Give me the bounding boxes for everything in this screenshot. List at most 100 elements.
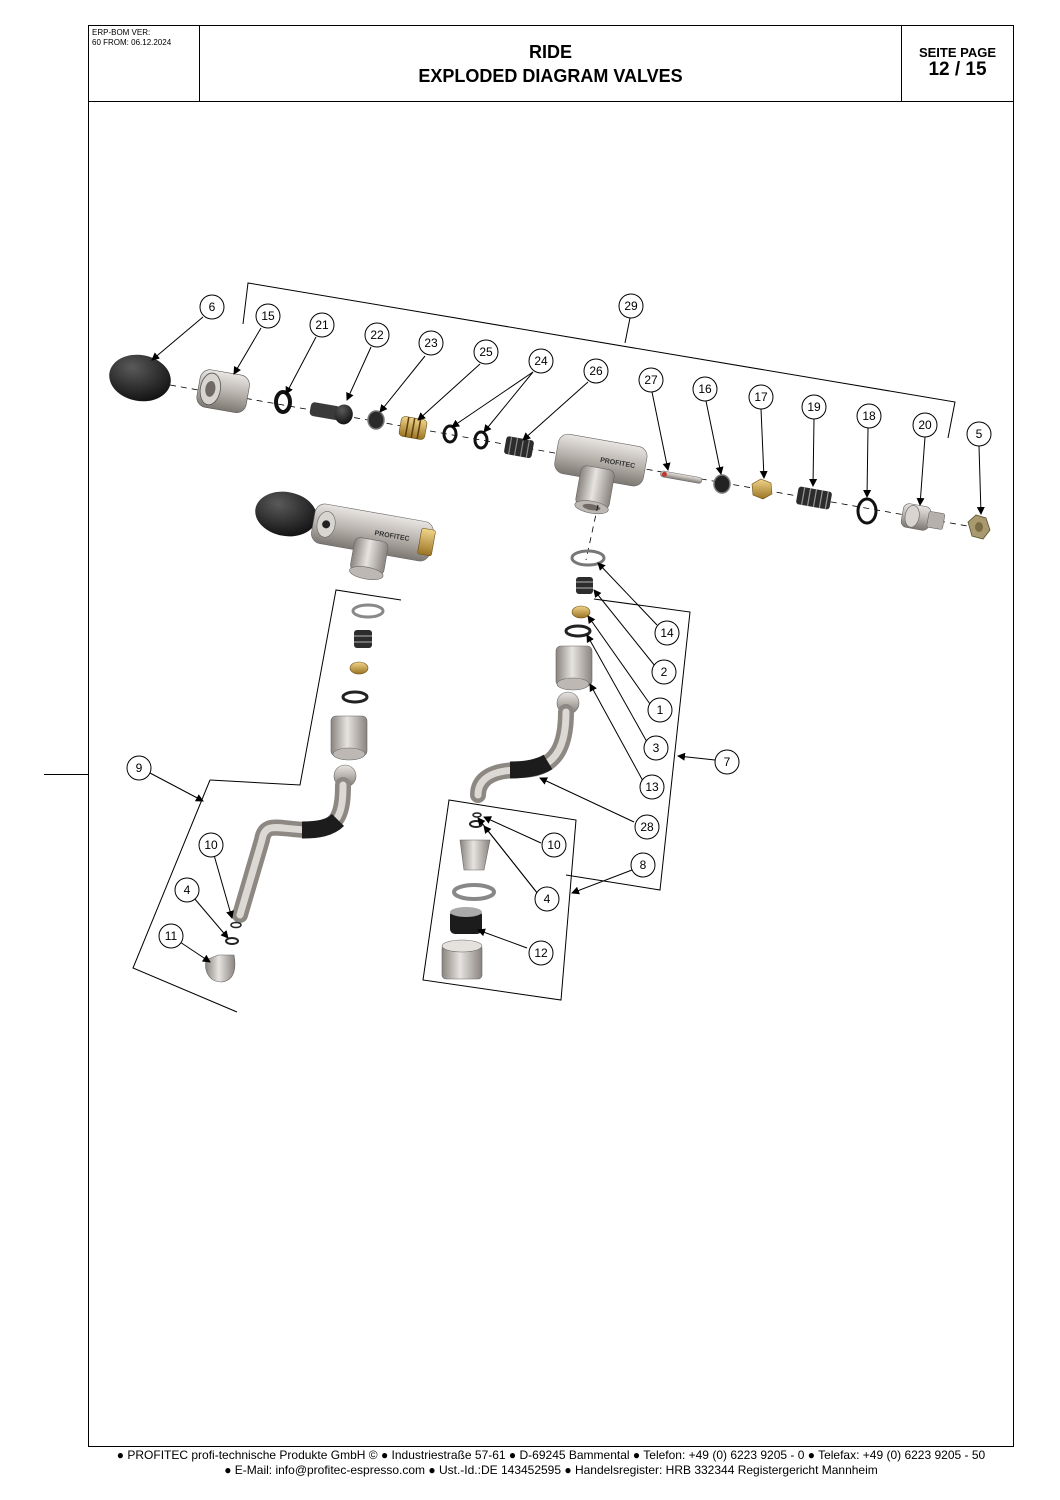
- spring-26-part: [504, 436, 534, 458]
- top-valve-assembly: PROFITEC: [109, 282, 991, 540]
- leader-lines: [149, 316, 985, 963]
- bracket-29: [242, 282, 956, 439]
- callout-21: 21: [309, 312, 335, 338]
- brass-1-part: [571, 605, 591, 619]
- callout-25: 25: [473, 339, 499, 365]
- knob-part: [109, 354, 171, 402]
- ring-14-part: [570, 549, 606, 567]
- callout-9: 9: [126, 755, 152, 781]
- svg-text:12: 12: [534, 946, 548, 960]
- nut-5-hole: [975, 522, 983, 532]
- drawing-frame: ERP-BOM VER: 60 FROM: 06.12.2024 RIDE EX…: [88, 25, 1014, 1447]
- callout-20: 20: [912, 412, 938, 438]
- callout-1: 1: [647, 697, 673, 723]
- callout-27: 27: [638, 367, 664, 393]
- callout-12: 12: [528, 940, 554, 966]
- left-valve-assembly: PROFITEC: [132, 491, 436, 1013]
- svg-text:9: 9: [136, 761, 143, 775]
- callout-8: 8: [630, 852, 656, 878]
- svg-text:21: 21: [315, 318, 329, 332]
- callout-2: 2: [651, 659, 677, 685]
- callout-29: 29: [618, 293, 644, 319]
- fitting-20-part: [900, 503, 946, 531]
- callout-6: 6: [199, 294, 225, 320]
- callout-14: 14: [654, 620, 680, 646]
- callout-18: 18: [856, 403, 882, 429]
- spring-left-part: [354, 630, 372, 648]
- svg-text:10: 10: [547, 838, 561, 852]
- callout-3: 3: [643, 735, 669, 761]
- callout-24: 24: [528, 348, 554, 374]
- stem-22-part: [309, 402, 353, 425]
- seal-23-part: [367, 410, 385, 430]
- oring-21-part: [274, 390, 292, 414]
- svg-text:22: 22: [370, 328, 384, 342]
- svg-text:24: 24: [534, 354, 548, 368]
- pin-27-part: [660, 470, 703, 484]
- svg-text:20: 20: [918, 418, 932, 432]
- svg-text:19: 19: [807, 400, 821, 414]
- svg-text:18: 18: [862, 409, 876, 423]
- callout-28: 28: [634, 814, 660, 840]
- callout-23: 23: [418, 330, 444, 356]
- svg-text:5: 5: [976, 427, 983, 441]
- spring-2-part: [576, 577, 593, 594]
- seal-16-part: [713, 474, 731, 494]
- pipe-left-grip: [301, 813, 345, 839]
- erp-version: ERP-BOM VER:: [92, 28, 151, 37]
- nozzle-part: [459, 839, 491, 871]
- svg-text:3: 3: [653, 741, 660, 755]
- callout-4-right: 4: [534, 886, 560, 912]
- svg-text:23: 23: [424, 336, 438, 350]
- svg-text:17: 17: [754, 390, 768, 404]
- svg-text:10: 10: [204, 838, 218, 852]
- handle-body-part: [196, 369, 250, 413]
- svg-text:29: 29: [624, 299, 638, 313]
- callout-4-left: 4: [174, 877, 200, 903]
- svg-text:28: 28: [640, 820, 654, 834]
- callout-5: 5: [966, 421, 992, 447]
- title-description: EXPLODED DIAGRAM VALVES: [418, 66, 683, 86]
- assembly-axis: [169, 384, 991, 531]
- svg-text:13: 13: [645, 780, 659, 794]
- svg-text:4: 4: [544, 892, 551, 906]
- oring-18-part: [856, 497, 878, 525]
- callout-7: 7: [714, 749, 740, 775]
- ring-part: [452, 883, 496, 901]
- svg-text:6: 6: [209, 300, 216, 314]
- knob-left-part: [255, 491, 317, 537]
- svg-text:14: 14: [660, 626, 674, 640]
- margin-tick: [44, 774, 88, 775]
- svg-text:25: 25: [479, 345, 493, 359]
- callout-22: 22: [364, 322, 390, 348]
- oring-3-part: [564, 624, 592, 638]
- spring-19-part: [796, 486, 832, 510]
- callout-15: 15: [255, 303, 281, 329]
- callout-13: 13: [639, 774, 665, 800]
- erp-info: ERP-BOM VER: 60 FROM: 06.12.2024: [89, 26, 200, 101]
- callout-10-right: 10: [541, 832, 567, 858]
- bracket-9-top: [209, 589, 402, 786]
- callout-11: 11: [158, 923, 184, 949]
- svg-text:8: 8: [640, 858, 647, 872]
- footer-contact: ● E-Mail: info@profitec-espresso.com ● U…: [224, 1463, 878, 1477]
- oring-24b-part: [473, 430, 489, 450]
- erp-date: 60 FROM: 06.12.2024: [92, 38, 172, 47]
- page-number: 12 / 15: [928, 59, 987, 80]
- callout-17: 17: [748, 384, 774, 410]
- bracket-8: [422, 799, 577, 1001]
- footer: ● PROFITEC profi-technische Produkte Gmb…: [88, 1448, 1014, 1478]
- callout-10-left: 10: [198, 832, 224, 858]
- bracket-9-bottom: [132, 779, 238, 1013]
- document-title: RIDE EXPLODED DIAGRAM VALVES: [200, 26, 901, 101]
- title-block: ERP-BOM VER: 60 FROM: 06.12.2024 RIDE EX…: [89, 26, 1013, 102]
- tip-11-part: [205, 954, 236, 983]
- oring-24a-part: [442, 424, 458, 444]
- page-indicator: SEITE PAGE 12 / 15: [901, 26, 1013, 101]
- title-model: RIDE: [528, 42, 572, 62]
- svg-text:16: 16: [698, 382, 712, 396]
- callout-19: 19: [801, 394, 827, 420]
- footer-company: ● PROFITEC profi-technische Produkte Gmb…: [116, 1448, 986, 1462]
- svg-text:4: 4: [184, 883, 191, 897]
